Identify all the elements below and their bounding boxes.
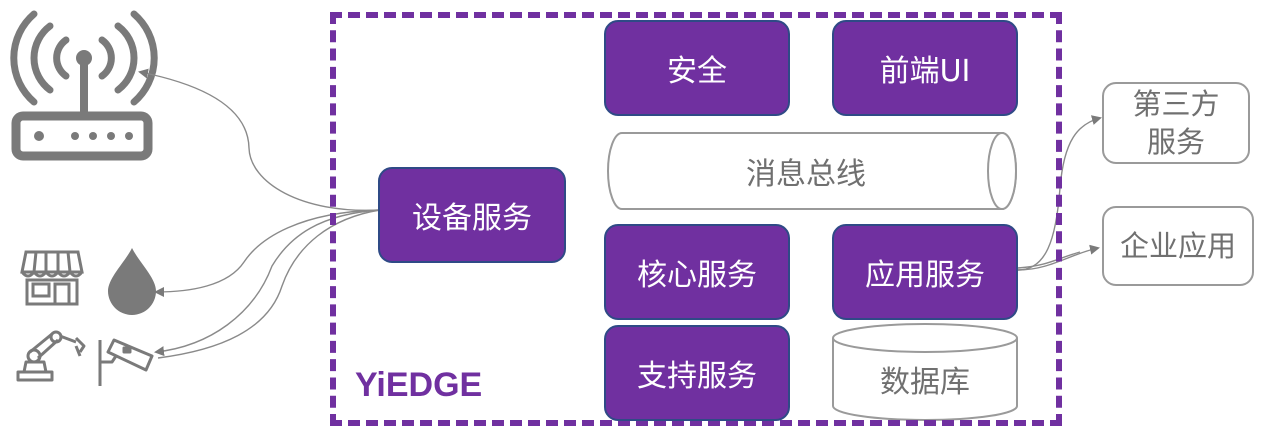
security-box[interactable]: 安全 [604, 20, 790, 116]
wire-to-enterprise-2 [1017, 251, 1081, 269]
wire-to-camera-2 [157, 209, 381, 359]
store-icon [20, 250, 84, 306]
database-label: 数据库 [880, 365, 970, 400]
app-service-box[interactable]: 应用服务 [832, 224, 1018, 320]
database-shape [832, 323, 1018, 421]
core-service-box[interactable]: 核心服务 [604, 224, 790, 320]
robot-arm-icon [16, 330, 86, 382]
message-bus-label: 消息总线 [746, 157, 866, 192]
wire-to-drop [154, 209, 381, 297]
third-party-line2: 服务 [1146, 125, 1205, 159]
third-party-line1: 第三方 [1132, 87, 1220, 121]
message-bus-shape [607, 132, 1017, 210]
support-service-box[interactable]: 支持服务 [604, 325, 790, 421]
device-service-box[interactable]: 设备服务 [378, 167, 566, 263]
wifi-router-icon [10, 10, 158, 161]
wire-to-router [138, 68, 381, 212]
water-drop-icon [108, 248, 156, 315]
camera-icon [98, 338, 154, 386]
frontend-ui-box[interactable]: 前端UI [832, 20, 1018, 116]
third-party-service-box[interactable]: 第三方 服务 [1102, 82, 1250, 164]
brand-label: YiEDGE [355, 366, 483, 404]
enterprise-app-box[interactable]: 企业应用 [1102, 206, 1254, 286]
yiedge-frame [330, 12, 1062, 426]
